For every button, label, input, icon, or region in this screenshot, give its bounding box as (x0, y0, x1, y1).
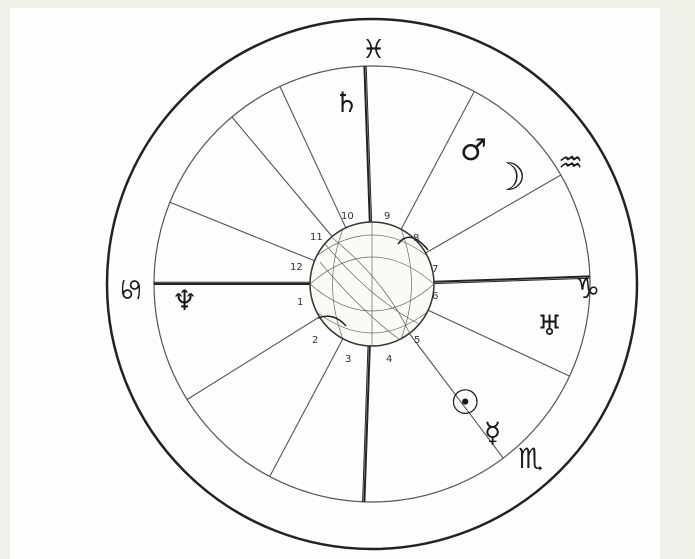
house-number-4: 4 (386, 354, 392, 365)
house-number-8: 8 (413, 233, 419, 244)
house-number-7: 7 (432, 264, 438, 275)
mars-icon: ♂ (460, 133, 487, 168)
capricorn-icon: ♑ (575, 272, 600, 305)
saturn-icon: ♄ (334, 86, 359, 119)
cancer-icon: ♋ (114, 277, 147, 302)
neptune-icon: ♆ (172, 284, 197, 317)
sun-icon: ☉ (450, 383, 480, 423)
house-cusp-line (270, 339, 343, 477)
house-number-12: 12 (290, 262, 303, 273)
house-number-10: 10 (341, 211, 354, 222)
house-cusp-line (187, 317, 319, 400)
house-cusp-line (232, 117, 332, 237)
house-number-6: 6 (432, 291, 438, 302)
mercury-icon: ☿ (484, 416, 501, 449)
moon-icon: ☽ (492, 155, 526, 199)
house-number-1: 1 (297, 297, 303, 308)
uranus-icon: ♅ (537, 309, 562, 342)
house-number-2: 2 (312, 335, 318, 346)
pisces-icon: ♓ (362, 35, 385, 65)
house-number-9: 9 (384, 211, 390, 222)
house-number-11: 11 (310, 232, 323, 243)
house-cusp-line (170, 202, 315, 260)
scorpio-icon: ♏ (518, 442, 543, 475)
house-number-3: 3 (345, 354, 351, 365)
aquarius-icon: ♒ (558, 146, 583, 179)
house-number-5: 5 (414, 335, 420, 346)
